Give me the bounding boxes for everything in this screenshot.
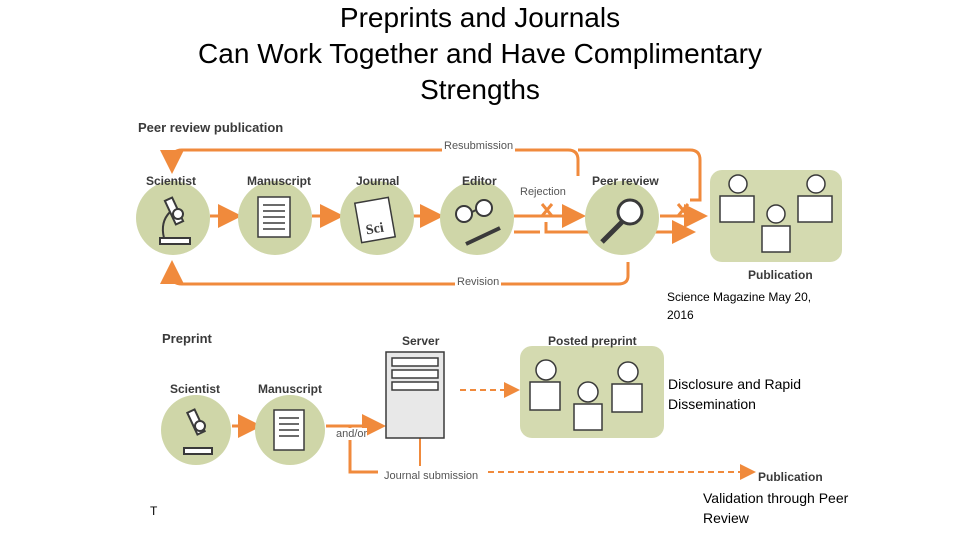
node-label-scientist-top: Scientist bbox=[146, 174, 197, 188]
bottom-panel-heading: Preprint bbox=[162, 331, 212, 346]
microscope-icon bbox=[159, 196, 191, 245]
rejection-label: Rejection bbox=[520, 186, 566, 198]
node-label-manuscript-top: Manuscript bbox=[247, 174, 312, 188]
arrow-b-manuscript-split bbox=[326, 424, 378, 474]
title-line-3: Strengths bbox=[420, 74, 540, 105]
source-note: Science Magazine May 20, 2016 bbox=[667, 290, 812, 322]
and-or-label: and/or bbox=[336, 428, 368, 440]
title-line-2: Can Work Together and Have Complimentary bbox=[198, 38, 762, 69]
resubmission-loop-right bbox=[578, 148, 702, 202]
title-line-1: Preprints and Journals bbox=[339, 2, 621, 33]
top-panel-heading: Peer review publication bbox=[138, 120, 284, 135]
slide-title: Preprints and Journals Can Work Together… bbox=[0, 0, 960, 108]
readers-icon-bottom bbox=[529, 359, 643, 431]
revision-loop bbox=[160, 260, 630, 286]
validation-note: Validation through Peer Review bbox=[703, 490, 849, 526]
resubmission-label: Resubmission bbox=[442, 140, 516, 152]
node-label-scientist-bottom: Scientist bbox=[170, 382, 221, 396]
node-label-posted-preprint: Posted preprint bbox=[548, 334, 637, 348]
node-label-publication-top: Publication bbox=[748, 268, 813, 282]
readers-icon-top bbox=[719, 174, 833, 253]
node-label-peer-review: Peer review bbox=[592, 174, 659, 188]
node-label-server: Server bbox=[402, 334, 440, 348]
disclosure-note: Disclosure and Rapid Dissemination bbox=[668, 376, 802, 412]
server-icon bbox=[385, 351, 445, 439]
manuscript-icon-bottom bbox=[273, 409, 305, 451]
node-label-publication-bottom: Publication bbox=[758, 470, 823, 484]
node-label-editor: Editor bbox=[462, 174, 497, 188]
rejection-x-1 bbox=[540, 203, 554, 217]
node-label-manuscript-bottom: Manuscript bbox=[258, 382, 323, 396]
node-label-journal: Journal bbox=[356, 174, 400, 188]
journal-cover-text: Sci bbox=[364, 220, 385, 239]
stray-text: T bbox=[150, 504, 158, 518]
journal-icon bbox=[353, 196, 397, 244]
manuscript-icon bbox=[257, 196, 291, 238]
rejection-x-2 bbox=[676, 203, 690, 217]
editor-circle bbox=[440, 181, 514, 255]
revision-label: Revision bbox=[455, 276, 502, 288]
magnifier-icon bbox=[600, 198, 644, 244]
glasses-pen-icon bbox=[455, 199, 501, 246]
microscope-icon-bottom bbox=[183, 408, 213, 455]
resubmission-loop bbox=[160, 148, 580, 176]
journal-submission-label: Journal submission bbox=[384, 470, 479, 482]
